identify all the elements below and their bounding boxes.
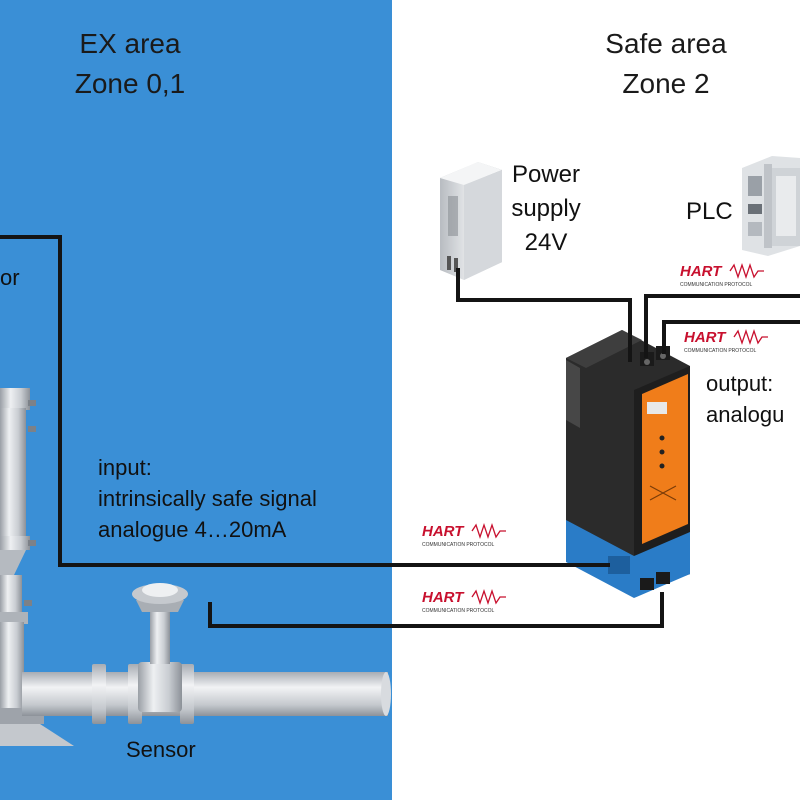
- wire-sensor-return: [208, 592, 664, 628]
- input-label-line3: analogue 4…20mA: [98, 517, 287, 542]
- power-supply-label: Power supply 24V: [496, 158, 596, 260]
- sensor-icon: [132, 583, 188, 712]
- svg-text:HART: HART: [422, 589, 465, 606]
- output-signal-label: output: analogu: [706, 368, 800, 430]
- sensor-label: Sensor: [126, 737, 196, 762]
- power-supply-icon: [440, 162, 502, 280]
- ex-area-title-line1: EX area: [79, 28, 181, 59]
- plc-icon: [742, 156, 800, 256]
- output-label-line2: analogu: [706, 402, 785, 427]
- svg-text:HART: HART: [680, 263, 723, 280]
- hart-logo-icon: HART COMMUNICATION PROTOCOL: [684, 328, 770, 361]
- hart-logo-graphic: HART COMMUNICATION PROTOCOL: [422, 522, 506, 548]
- hart-logo-graphic: HART COMMUNICATION PROTOCOL: [684, 328, 768, 354]
- hart-logo-graphic: HART COMMUNICATION PROTOCOL: [422, 588, 506, 614]
- svg-text:COMMUNICATION PROTOCOL: COMMUNICATION PROTOCOL: [684, 348, 757, 354]
- safe-area-title-line2: Zone 2: [622, 68, 710, 99]
- output-label-line1: output:: [706, 371, 774, 396]
- isolator-module-icon: [566, 330, 690, 598]
- svg-text:COMMUNICATION PROTOCOL: COMMUNICATION PROTOCOL: [680, 282, 753, 288]
- safe-area-title-line1: Safe area: [605, 28, 727, 59]
- psu-label-line3: 24V: [524, 229, 568, 256]
- cut-off-label: or: [0, 265, 20, 290]
- svg-text:COMMUNICATION PROTOCOL: COMMUNICATION PROTOCOL: [422, 542, 495, 548]
- ex-area-title-line2: Zone 0,1: [74, 68, 186, 99]
- safe-area-title: Safe area Zone 2: [576, 24, 756, 104]
- wire-plc-b: [662, 320, 800, 354]
- pipe-icon: [22, 664, 391, 724]
- psu-label-line2: supply: [511, 195, 581, 222]
- hart-logo-icon: HART COMMUNICATION PROTOCOL: [422, 522, 508, 555]
- input-signal-label: input: intrinsically safe signal analogu…: [98, 452, 388, 545]
- ex-area-title: EX area Zone 0,1: [40, 24, 220, 104]
- wire-power-supply: [456, 268, 632, 362]
- hart-logo-icon: HART COMMUNICATION PROTOCOL: [422, 588, 508, 621]
- wire-sensor-input: [0, 235, 610, 567]
- input-label-line1: input:: [98, 455, 152, 480]
- svg-text:COMMUNICATION PROTOCOL: COMMUNICATION PROTOCOL: [422, 608, 495, 614]
- input-label-line2: intrinsically safe signal: [98, 486, 317, 511]
- ex-area-zone: [0, 0, 392, 800]
- plc-label: PLC: [686, 198, 733, 225]
- wiring: [0, 235, 800, 628]
- hart-logo-graphic: HART COMMUNICATION PROTOCOL: [680, 262, 764, 288]
- hart-logo-icon: HART COMMUNICATION PROTOCOL: [680, 262, 766, 295]
- svg-text:HART: HART: [684, 329, 727, 346]
- svg-text:HART: HART: [422, 523, 465, 540]
- tank-icon: [0, 388, 74, 746]
- psu-label-line1: Power: [511, 161, 581, 188]
- wire-plc-a: [644, 294, 800, 358]
